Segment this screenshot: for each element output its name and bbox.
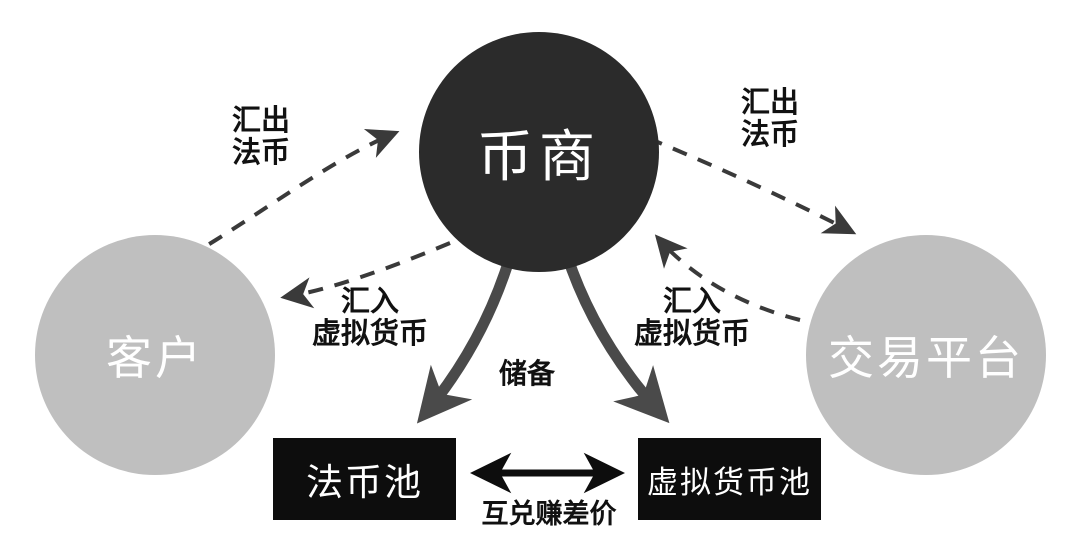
edge-hub-to-platform bbox=[647, 136, 857, 235]
node-fiat-pool[interactable]: 法币池 bbox=[273, 438, 456, 520]
edge-customer-to-hub bbox=[184, 129, 400, 260]
edge-label-hub-to-platform-line1: 汇出 bbox=[741, 85, 800, 119]
edge-platform-to-hub bbox=[654, 234, 801, 322]
node-trading-platform-label-wrap: 交易平台 bbox=[806, 235, 1046, 475]
node-crypto-pool-label: 虚拟货币池 bbox=[647, 464, 812, 501]
node-customer-label-wrap: 客户 bbox=[35, 235, 275, 475]
edge-label-hub-to-platform: 汇出 法币 bbox=[741, 86, 799, 151]
node-crypto-pool[interactable]: 虚拟货币池 bbox=[638, 438, 821, 520]
edge-label-customer-to-hub-line1: 汇出 bbox=[232, 103, 291, 137]
edge-label-customer-to-hub-line2: 法币 bbox=[232, 135, 291, 170]
edge-label-hub-to-customer-line2: 虚拟货币 bbox=[312, 316, 429, 351]
edge-label-platform-to-hub-line2: 虚拟货币 bbox=[634, 316, 751, 351]
node-customer-label: 客户 bbox=[106, 331, 204, 385]
edge-hub-to-customer bbox=[280, 241, 451, 309]
node-hub-dealer-label: 币商 bbox=[477, 124, 601, 190]
edge-label-hub-to-customer-line1: 汇入 bbox=[341, 284, 400, 318]
node-trading-platform-label: 交易平台 bbox=[828, 331, 1024, 385]
edge-label-customer-to-hub: 汇出 法币 bbox=[232, 104, 290, 169]
edge-label-platform-to-hub-line1: 汇入 bbox=[663, 284, 722, 318]
edge-label-hub-to-platform-line2: 法币 bbox=[741, 117, 800, 152]
edge-label-swap: 互兑赚差价 bbox=[481, 499, 617, 530]
node-hub-dealer[interactable]: 币商 bbox=[419, 32, 659, 272]
node-hub-dealer-label-wrap: 币商 bbox=[419, 32, 659, 272]
node-trading-platform[interactable]: 交易平台 bbox=[806, 235, 1046, 475]
node-fiat-pool-label: 法币池 bbox=[306, 461, 423, 504]
edge-label-reserve: 储备 bbox=[499, 357, 556, 390]
edge-label-platform-to-hub: 汇入 虚拟货币 bbox=[634, 285, 750, 350]
node-customer[interactable]: 客户 bbox=[35, 235, 275, 475]
edge-label-hub-to-customer: 汇入 虚拟货币 bbox=[312, 285, 428, 350]
